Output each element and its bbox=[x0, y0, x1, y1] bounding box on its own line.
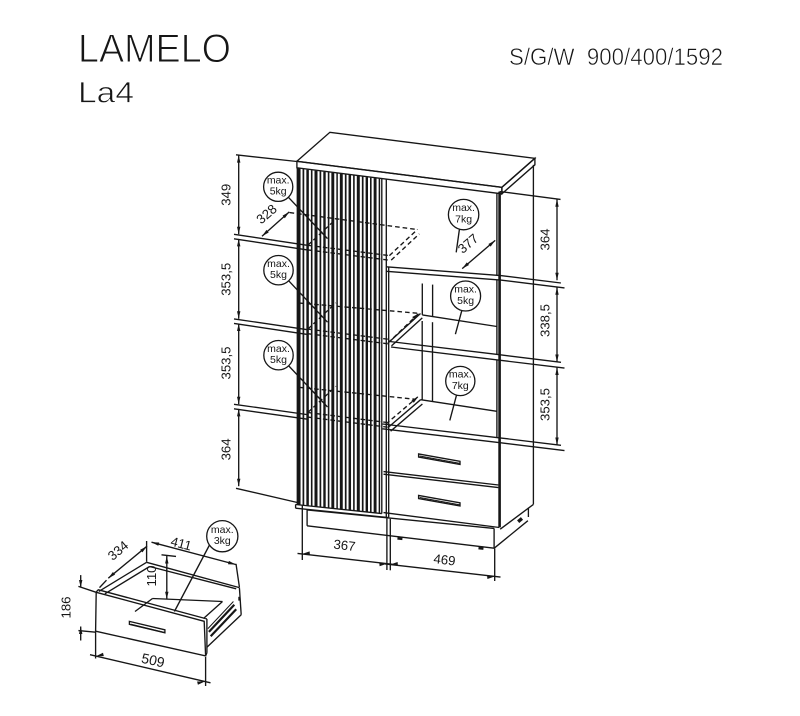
svg-text:5kg: 5kg bbox=[270, 269, 287, 281]
svg-text:186: 186 bbox=[58, 596, 73, 618]
svg-text:367: 367 bbox=[333, 537, 357, 554]
svg-text:max.: max. bbox=[267, 174, 290, 186]
svg-text:5kg: 5kg bbox=[270, 354, 287, 366]
svg-text:7kg: 7kg bbox=[452, 380, 469, 392]
svg-text:353,5: 353,5 bbox=[219, 263, 234, 296]
svg-text:max.: max. bbox=[267, 343, 290, 355]
svg-text:max.: max. bbox=[452, 202, 475, 214]
svg-text:353,5: 353,5 bbox=[538, 388, 553, 421]
svg-text:S/G/W 900/400/1592: S/G/W 900/400/1592 bbox=[509, 44, 723, 71]
svg-text:338,5: 338,5 bbox=[538, 304, 553, 337]
svg-text:411: 411 bbox=[169, 534, 193, 554]
svg-text:353,5: 353,5 bbox=[219, 346, 234, 379]
svg-text:max.: max. bbox=[449, 369, 472, 381]
svg-text:La4: La4 bbox=[78, 77, 134, 110]
svg-text:364: 364 bbox=[219, 438, 234, 460]
svg-text:max.: max. bbox=[454, 284, 477, 296]
svg-text:max.: max. bbox=[267, 258, 290, 270]
svg-text:349: 349 bbox=[219, 184, 234, 206]
svg-text:364: 364 bbox=[538, 228, 553, 250]
svg-text:110: 110 bbox=[144, 565, 159, 586]
svg-text:max.: max. bbox=[211, 524, 234, 536]
svg-text:7kg: 7kg bbox=[455, 213, 472, 225]
svg-text:5kg: 5kg bbox=[270, 186, 287, 198]
svg-text:509: 509 bbox=[140, 650, 166, 671]
svg-text:3kg: 3kg bbox=[214, 535, 231, 547]
svg-text:469: 469 bbox=[433, 551, 457, 568]
svg-text:LAMELO: LAMELO bbox=[78, 27, 231, 71]
svg-text:5kg: 5kg bbox=[457, 295, 474, 307]
